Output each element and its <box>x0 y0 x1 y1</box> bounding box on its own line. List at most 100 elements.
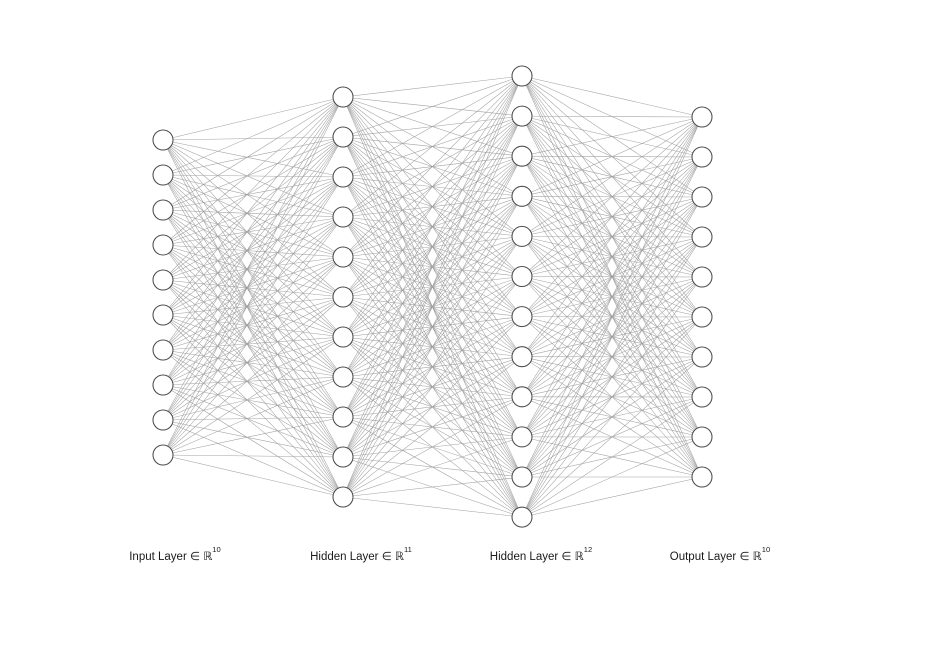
neuron-circle[interactable] <box>332 166 354 188</box>
neuron-node[interactable] <box>332 326 354 348</box>
neuron-node[interactable] <box>511 65 533 87</box>
connection-edge <box>342 156 523 498</box>
neuron-circle[interactable] <box>511 386 533 408</box>
connection-edge <box>162 244 344 498</box>
neuron-circle[interactable] <box>332 126 354 148</box>
neuron-node[interactable] <box>691 106 713 128</box>
neuron-node[interactable] <box>332 446 354 468</box>
neuron-node[interactable] <box>511 225 533 247</box>
neuron-circle[interactable] <box>332 486 354 508</box>
neuron-node[interactable] <box>152 374 174 396</box>
neuron-circle[interactable] <box>511 466 533 488</box>
neuron-node[interactable] <box>691 426 713 448</box>
neuron-circle[interactable] <box>152 234 174 256</box>
neuron-circle[interactable] <box>691 466 713 488</box>
neuron-circle[interactable] <box>332 286 354 308</box>
connection-edge <box>342 436 523 498</box>
neuron-node[interactable] <box>332 406 354 428</box>
neuron-node[interactable] <box>691 146 713 168</box>
connection-edge <box>521 116 703 277</box>
neuron-circle[interactable] <box>691 386 713 408</box>
neuron-node[interactable] <box>332 166 354 188</box>
connection-edge <box>162 174 344 258</box>
connection-edge <box>162 96 344 176</box>
neuron-circle[interactable] <box>511 506 533 528</box>
neuron-node[interactable] <box>691 386 713 408</box>
neuron-node[interactable] <box>511 506 533 528</box>
neuron-node[interactable] <box>152 234 174 256</box>
neuron-circle[interactable] <box>152 339 174 361</box>
neuron-node[interactable] <box>691 466 713 488</box>
neuron-circle[interactable] <box>511 265 533 288</box>
neuron-circle[interactable] <box>511 225 533 247</box>
neuron-node[interactable] <box>332 206 354 228</box>
neuron-node[interactable] <box>691 186 713 208</box>
neuron-circle[interactable] <box>691 186 713 208</box>
neuron-circle[interactable] <box>332 86 354 108</box>
neuron-node[interactable] <box>691 306 713 328</box>
neuron-circle[interactable] <box>511 346 533 368</box>
neuron-node[interactable] <box>332 486 354 508</box>
neuron-node[interactable] <box>511 145 533 167</box>
neuron-node[interactable] <box>152 339 174 361</box>
neuron-node[interactable] <box>511 306 533 328</box>
neuron-circle[interactable] <box>152 444 174 466</box>
neuron-circle[interactable] <box>691 146 713 168</box>
neuron-circle[interactable] <box>332 406 354 428</box>
neuron-node[interactable] <box>152 129 174 151</box>
neuron-node[interactable] <box>152 269 174 291</box>
neuron-node[interactable] <box>152 409 174 431</box>
neuron-circle[interactable] <box>152 129 174 151</box>
neuron-node[interactable] <box>152 199 174 221</box>
neuron-node[interactable] <box>691 266 713 288</box>
neuron-circle[interactable] <box>691 226 713 248</box>
neuron-node[interactable] <box>332 246 354 268</box>
neuron-circle[interactable] <box>691 106 713 128</box>
neuron-circle[interactable] <box>691 426 713 448</box>
neuron-node[interactable] <box>511 265 533 288</box>
neuron-circle[interactable] <box>152 199 174 221</box>
neuron-circle[interactable] <box>511 65 533 87</box>
connection-edge <box>521 116 703 438</box>
neuron-node[interactable] <box>152 304 174 326</box>
neuron-circle[interactable] <box>511 185 533 207</box>
neuron-node[interactable] <box>511 185 533 207</box>
neuron-node[interactable] <box>332 86 354 108</box>
neuron-node[interactable] <box>332 126 354 148</box>
neuron-circle[interactable] <box>332 366 354 388</box>
neuron-circle[interactable] <box>511 105 533 127</box>
neuron-circle[interactable] <box>152 269 174 291</box>
neuron-node[interactable] <box>691 226 713 248</box>
neuron-node[interactable] <box>332 286 354 308</box>
neuron-circle[interactable] <box>691 306 713 328</box>
neuron-circle[interactable] <box>511 306 533 328</box>
neuron-circle[interactable] <box>511 145 533 167</box>
connection-edge <box>342 496 523 518</box>
neuron-node[interactable] <box>511 105 533 127</box>
neuron-circle[interactable] <box>691 266 713 288</box>
neuron-circle[interactable] <box>691 346 713 368</box>
neuron-node[interactable] <box>332 366 354 388</box>
neuron-circle[interactable] <box>332 326 354 348</box>
neuron-node[interactable] <box>511 426 533 448</box>
neuron-circle[interactable] <box>332 246 354 268</box>
neuron-circle[interactable] <box>152 164 174 186</box>
connection-edge <box>162 216 344 281</box>
neuron-circle[interactable] <box>332 446 354 468</box>
neuron-circle[interactable] <box>152 409 174 431</box>
neuron-circle[interactable] <box>152 374 174 396</box>
neuron-node[interactable] <box>511 346 533 368</box>
neuron-circle[interactable] <box>511 426 533 448</box>
neuron-node[interactable] <box>511 466 533 488</box>
connection-edge <box>162 176 344 421</box>
neuron-node[interactable] <box>152 164 174 186</box>
neuron-node[interactable] <box>691 346 713 368</box>
neuron-circle[interactable] <box>332 206 354 228</box>
connection-edge <box>521 396 703 518</box>
connection-edge <box>342 236 523 498</box>
neuron-circle[interactable] <box>152 304 174 326</box>
neuron-node[interactable] <box>511 386 533 408</box>
neuron-node[interactable] <box>152 444 174 466</box>
